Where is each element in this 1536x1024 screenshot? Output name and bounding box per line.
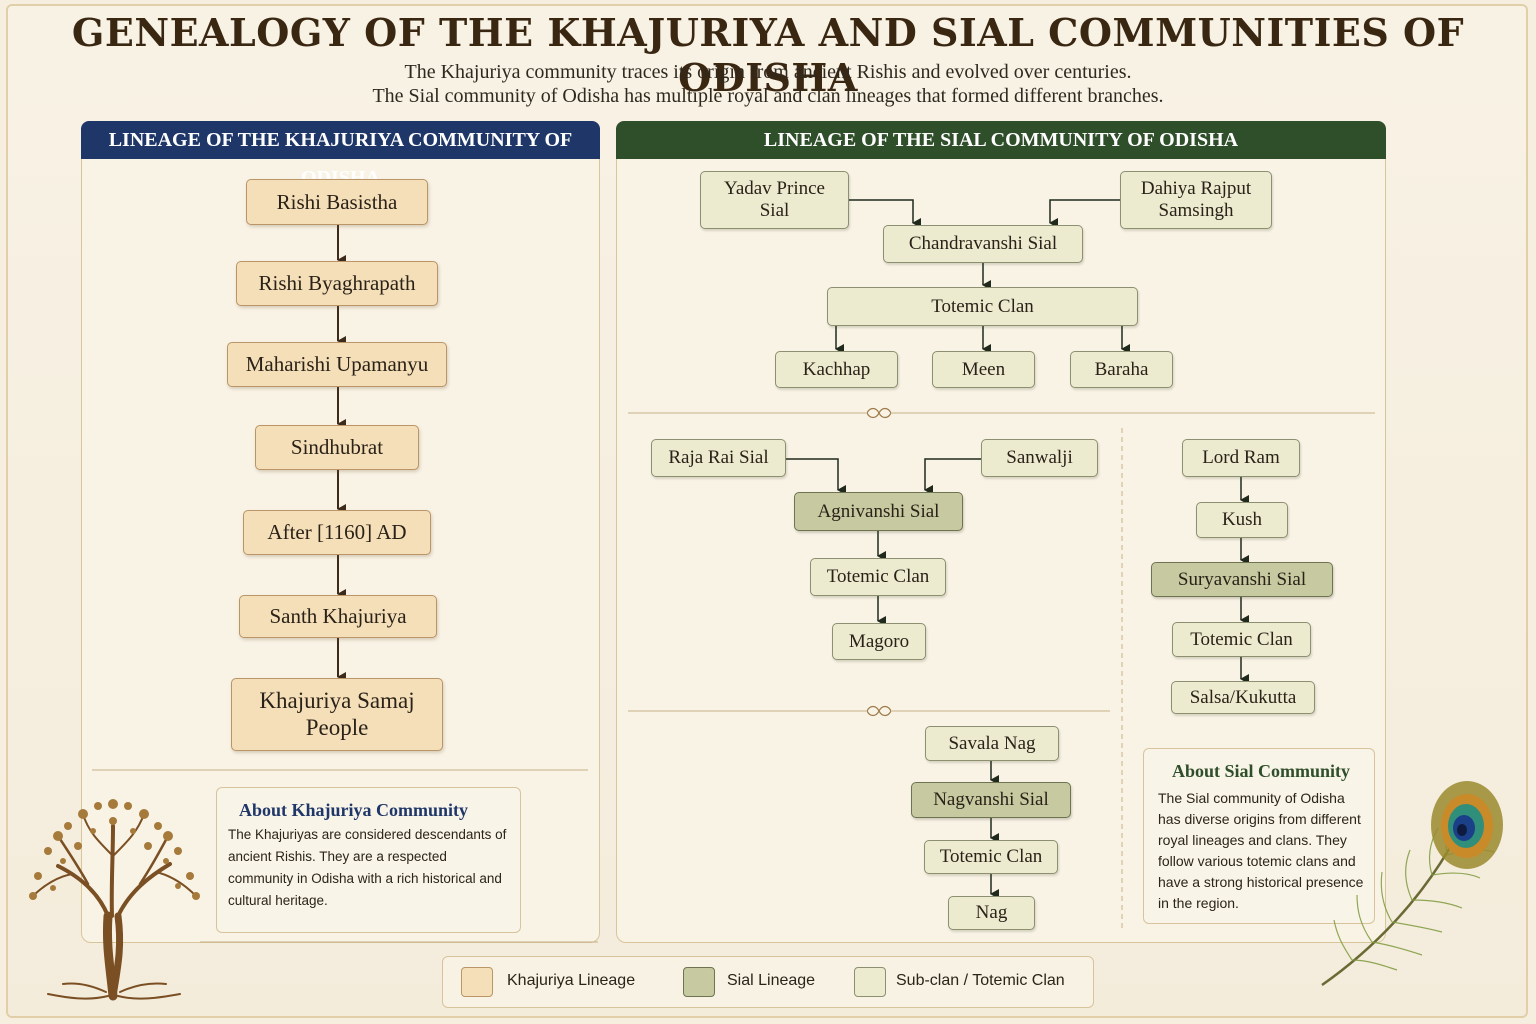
khajuriya-panel-header: LINEAGE OF THE KHAJURIYA COMMUNITY OF OD…	[81, 121, 600, 189]
legend-swatch-khajuriya	[461, 967, 493, 997]
sial-node-meen: Meen	[932, 351, 1035, 388]
khajuriya-node-5: After [1160] AD	[243, 510, 431, 555]
legend-swatch-sial	[683, 967, 715, 997]
sial-node-suryavanshi: Suryavanshi Sial	[1151, 562, 1333, 597]
sial-node-salsa-kukutta: Salsa/Kukutta	[1171, 681, 1315, 714]
legend-swatch-subclan	[854, 967, 886, 997]
khajuriya-about-text: The Khajuriyas are considered descendant…	[228, 827, 507, 908]
sial-panel-header: LINEAGE OF THE SIAL COMMUNITY OF ODISHA	[616, 121, 1386, 159]
peacock-feather-icon	[1321, 781, 1503, 987]
page-title: GENEALOGY OF THE KHAJURIYA AND SIAL COMM…	[71, 10, 1465, 100]
khajuriya-node-6: Santh Khajuriya	[239, 595, 437, 638]
sial-node-kush: Kush	[1196, 502, 1288, 538]
sial-node-nag-totemic: Totemic Clan	[924, 840, 1058, 874]
khajuriya-about-title: About Khajuriya Community	[239, 800, 469, 820]
sial-node-savala-nag: Savala Nag	[925, 726, 1059, 761]
khajuriya-node-1: Rishi Basistha	[246, 179, 428, 225]
sial-node-chandravanshi: Chandravanshi Sial	[883, 225, 1083, 263]
sial-node-raja-rai: Raja Rai Sial	[651, 439, 786, 477]
khajuriya-node-7: Khajuriya Samaj People	[231, 678, 443, 751]
sial-node-sanwalji: Sanwalji	[981, 439, 1098, 477]
sial-node-chandra-totemic: Totemic Clan	[827, 287, 1138, 326]
khajuriya-node-2: Rishi Byaghrapath	[236, 261, 438, 306]
subtitle-line-1: The Khajuriya community traces its origi…	[404, 61, 1132, 83]
sial-about-text: The Sial community of Odisha has diverse…	[1158, 790, 1364, 911]
khajuriya-about-card: About Khajuriya Community The Khajuriyas…	[216, 787, 521, 933]
khajuriya-node-3: Maharishi Upamanyu	[227, 342, 447, 387]
sial-node-dahiya-rajput: Dahiya Rajput Samsingh	[1120, 171, 1272, 229]
legend-label-sial: Sial Lineage	[727, 972, 816, 989]
sial-node-baraha: Baraha	[1070, 351, 1173, 388]
sial-node-kachhap: Kachhap	[775, 351, 898, 388]
tree-of-life-icon	[29, 799, 200, 1001]
legend-label-subclan: Sub-clan / Totemic Clan	[896, 972, 1065, 989]
sial-about-title: About Sial Community	[1171, 761, 1351, 781]
sial-node-surya-totemic: Totemic Clan	[1172, 622, 1311, 657]
subtitle-line-2: The Sial community of Odisha has multipl…	[372, 85, 1164, 107]
sial-node-agni-totemic: Totemic Clan	[810, 558, 946, 596]
legend-label-khajuriya: Khajuriya Lineage	[507, 972, 636, 989]
sial-node-nagvanshi: Nagvanshi Sial	[911, 782, 1071, 818]
sial-node-magoro: Magoro	[832, 623, 926, 660]
sial-node-nag: Nag	[948, 896, 1035, 930]
sial-node-yadav-prince: Yadav Prince Sial	[700, 171, 849, 229]
legend: Khajuriya Lineage Sial Lineage Sub-clan …	[442, 956, 1094, 1008]
khajuriya-node-4: Sindhubrat	[255, 425, 419, 470]
sial-about-card: About Sial Community The Sial community …	[1143, 748, 1375, 924]
sial-node-agnivanshi: Agnivanshi Sial	[794, 492, 963, 531]
sial-node-lord-ram: Lord Ram	[1182, 439, 1300, 477]
